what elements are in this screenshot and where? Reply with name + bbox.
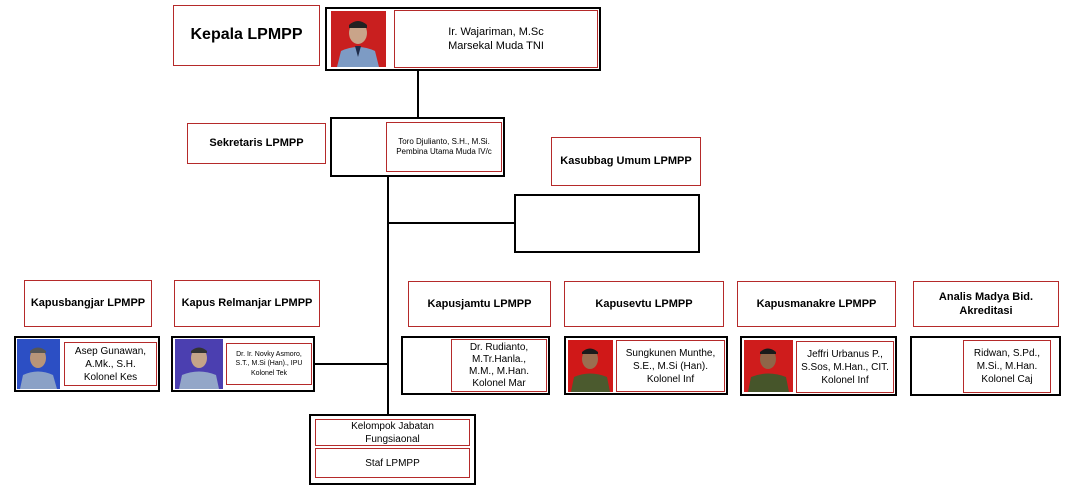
unit-name-box-kapusmanakre: Jeffri Urbanus P., S.Sos, M.Han., CIT. K… bbox=[796, 341, 894, 393]
unit-name-box-kapusbangjar: Asep Gunawan, A.Mk., S.H. Kolonel Kes bbox=[64, 342, 157, 386]
portrait-icon bbox=[17, 339, 60, 389]
connector-head-down bbox=[417, 70, 419, 118]
head-title-box: Kepala LPMPP bbox=[173, 5, 320, 66]
unit-photo-relmanjar bbox=[175, 339, 223, 389]
unit-name-line: S.E., M.Si (Han). bbox=[632, 360, 708, 372]
unit-name-line: A.Mk., S.H. bbox=[85, 358, 136, 370]
unit-title: Analis Madya Bid. Akreditasi bbox=[938, 290, 1034, 317]
unit-name-line: S.Sos, M.Han., CIT. bbox=[801, 361, 889, 373]
secretary-title-box: Sekretaris LPMPP bbox=[187, 123, 326, 164]
unit-photo-kapusevtu bbox=[568, 340, 613, 392]
unit-name-line: M.Tr.Hanla., bbox=[471, 353, 527, 365]
unit-title: Kapusbangjar LPMPP bbox=[30, 297, 146, 310]
head-rank: Marsekal Muda TNI bbox=[448, 40, 544, 52]
unit-name-line: Kolonel Tek bbox=[250, 369, 288, 377]
unit-title-box-kapusmanakre: Kapusmanakre LPMPP bbox=[737, 281, 896, 327]
unit-title-box-kapusevtu: Kapusevtu LPMPP bbox=[564, 281, 724, 327]
unit-name-box-analis: Ridwan, S.Pd., M.Si., M.Han. Kolonel Caj bbox=[963, 340, 1051, 393]
unit-title-box-relmanjar: Kapus Relmanjar LPMPP bbox=[174, 280, 320, 327]
head-photo bbox=[331, 11, 386, 67]
unit-name-line: M.Si., M.Han. bbox=[976, 361, 1038, 372]
portrait-icon bbox=[175, 339, 223, 389]
secretary-title: Sekretaris LPMPP bbox=[209, 137, 304, 150]
unit-name-line: M.M., M.Han. bbox=[468, 365, 529, 377]
portrait-icon bbox=[744, 340, 793, 392]
unit-title: Kapusjamtu LPMPP bbox=[427, 297, 532, 310]
unit-photo-kapusmanakre bbox=[744, 340, 793, 392]
unit-name-line: S.T., M.Si (Han)., IPU bbox=[235, 360, 303, 368]
unit-name-line: Jeffri Urbanus P., bbox=[807, 348, 883, 360]
kasubbag-card bbox=[514, 194, 700, 253]
functional-group-label: Kelompok Jabatan Fungsiaonal bbox=[351, 420, 434, 445]
staff-box: Staf LPMPP bbox=[315, 448, 470, 478]
unit-name-box-kapusevtu: Sungkunen Munthe, S.E., M.Si (Han). Kolo… bbox=[616, 340, 725, 392]
unit-title-box-kapusjamtu: Kapusjamtu LPMPP bbox=[408, 281, 551, 327]
unit-title: Kapusmanakre LPMPP bbox=[756, 297, 877, 310]
functional-group-box: Kelompok Jabatan Fungsiaonal bbox=[315, 419, 470, 446]
unit-title: Kapus Relmanjar LPMPP bbox=[181, 297, 313, 310]
connector-to-relmanjar bbox=[314, 363, 388, 365]
unit-title-box-kapusbangjar: Kapusbangjar LPMPP bbox=[24, 280, 152, 327]
head-name-box: Ir. Wajariman, M.Sc Marsekal Muda TNI bbox=[394, 10, 598, 68]
connector-main-trunk bbox=[387, 176, 389, 416]
head-name: Ir. Wajariman, M.Sc bbox=[448, 25, 544, 38]
unit-name-line: Ridwan, S.Pd., bbox=[973, 348, 1041, 359]
secretary-name-box: Toro Djulianto, S.H., M.Si. Pembina Utam… bbox=[386, 122, 502, 172]
unit-name-line: Kolonel Inf bbox=[646, 373, 695, 385]
unit-name-line: Asep Gunawan, bbox=[74, 345, 147, 357]
unit-title-box-analis: Analis Madya Bid. Akreditasi bbox=[913, 281, 1059, 327]
unit-name-line: Dr. Ir. Novky Asmoro, bbox=[236, 351, 302, 359]
unit-name-line: Kolonel Mar bbox=[472, 377, 526, 389]
portrait-icon bbox=[331, 11, 386, 67]
unit-photo-kapusbangjar bbox=[17, 339, 60, 389]
unit-name-line: Dr. Rudianto, bbox=[469, 341, 529, 353]
unit-title: Kapusevtu LPMPP bbox=[595, 297, 693, 310]
portrait-icon bbox=[568, 340, 613, 392]
kasubbag-title: Kasubbag Umum LPMPP bbox=[560, 155, 692, 168]
secretary-name: Toro Djulianto, S.H., M.Si. bbox=[398, 136, 490, 146]
unit-name-line: Kolonel Inf bbox=[821, 374, 869, 386]
unit-name-line: Kolonel Kes bbox=[83, 371, 138, 383]
unit-name-box-kapusjamtu: Dr. Rudianto, M.Tr.Hanla., M.M., M.Han. … bbox=[451, 339, 547, 392]
secretary-rank: Pembina Utama Muda IV/c bbox=[396, 147, 492, 156]
head-title: Kepala LPMPP bbox=[190, 26, 303, 44]
kasubbag-title-box: Kasubbag Umum LPMPP bbox=[551, 137, 701, 186]
connector-to-kasubbag bbox=[388, 222, 515, 224]
unit-name-line: Kolonel Caj bbox=[981, 374, 1033, 385]
staff-label: Staf LPMPP bbox=[365, 457, 420, 469]
unit-name-line: Sungkunen Munthe, bbox=[625, 347, 716, 359]
unit-name-box-relmanjar: Dr. Ir. Novky Asmoro, S.T., M.Si (Han).,… bbox=[226, 343, 312, 385]
